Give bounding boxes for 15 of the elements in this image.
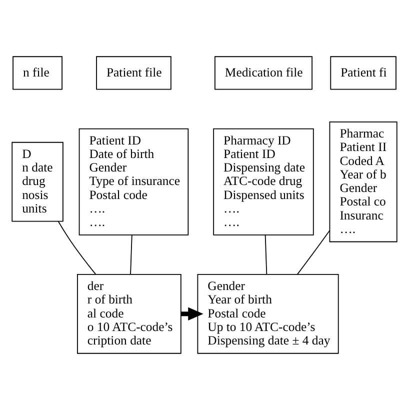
node-box: Medication file [214,56,312,90]
node-box: n file [12,56,62,90]
node-box: Patient ID Date of birth Gender Type of insurance Postal code …. …. [78,128,189,235]
node-box: Patient fi [330,56,396,90]
node-box: Pharmac Patient II Coded A Year of b Gender Postal co Insuranc …. [329,121,398,242]
arrow [180,306,204,320]
node-box: Pharmacy ID Patient ID Dispensing date ATC-code drug Dispensed units …. …. [213,128,314,235]
node-box: der r of birth al code o 10 ATC-code’s cription date [77,273,182,354]
connector [264,234,268,274]
node-box: D n date drug nosis units [12,141,64,222]
node-box: Patient file [96,56,172,90]
connector [58,220,96,274]
connector [296,230,330,274]
connector [130,234,132,274]
node-box: Gender Year of birth Postal code Up to 10 ATC-code’s Dispensing date ± 4 day [197,273,339,354]
